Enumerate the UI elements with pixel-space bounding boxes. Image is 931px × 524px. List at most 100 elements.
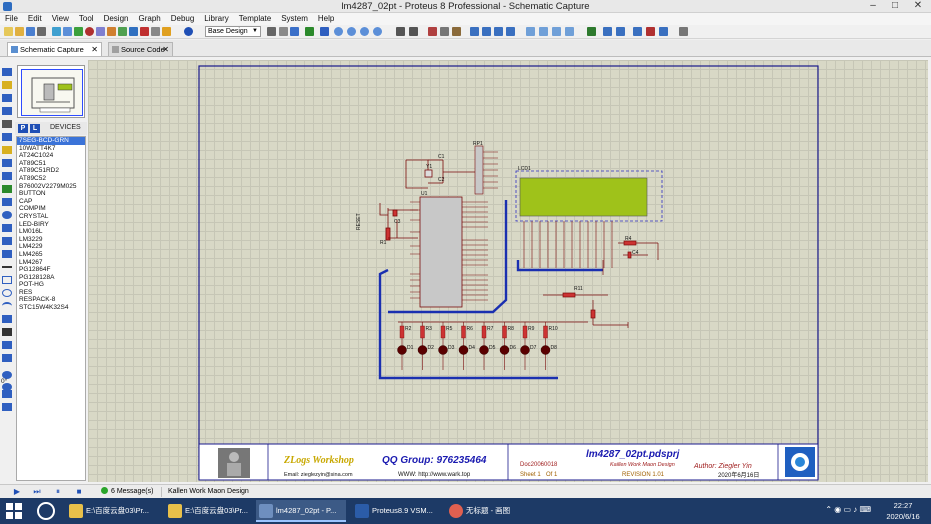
decompose-icon[interactable] — [565, 27, 574, 36]
device-list-item[interactable]: B76002V2279M025 — [19, 182, 77, 190]
buses-icon[interactable] — [2, 133, 12, 141]
taskbar-explorer-1[interactable]: E:\百度云盘03\Pr... — [66, 500, 161, 522]
overview-window[interactable] — [17, 65, 85, 118]
mirror-horizontal-icon[interactable] — [2, 390, 12, 398]
device-list-item[interactable]: LM016L — [19, 228, 43, 236]
exit-parent-icon[interactable] — [659, 27, 668, 36]
junction-icon[interactable] — [2, 94, 12, 102]
pan-icon[interactable] — [305, 27, 314, 36]
design-explorer-icon[interactable] — [129, 27, 138, 36]
current-probe-icon[interactable] — [2, 237, 12, 245]
pcb-icon[interactable] — [74, 27, 83, 36]
taskbar-clock[interactable]: 22:27 2020/6/16 — [878, 500, 928, 522]
pick-device-icon[interactable] — [526, 27, 535, 36]
zoom-out-icon[interactable] — [347, 27, 356, 36]
origin-icon[interactable] — [290, 27, 299, 36]
cut-icon[interactable] — [428, 27, 437, 36]
menu-tool[interactable]: Tool — [78, 14, 94, 23]
proteus-app-icon[interactable] — [3, 2, 12, 11]
mirror-vertical-icon[interactable] — [2, 403, 12, 411]
play-icon[interactable]: ▶ — [13, 487, 21, 496]
wire-autoroute-icon[interactable] — [587, 27, 596, 36]
gallery-icon[interactable] — [85, 27, 94, 36]
marker-tool-icon[interactable] — [2, 354, 12, 362]
new-sheet-icon[interactable] — [633, 27, 642, 36]
tape-recorder-icon[interactable] — [2, 198, 12, 206]
stop-icon[interactable]: ■ — [76, 487, 82, 496]
3d-icon[interactable] — [96, 27, 105, 36]
device-pins-icon[interactable] — [2, 172, 12, 180]
graph-mode-icon[interactable] — [2, 185, 12, 193]
schematic-canvas[interactable]: C1 C2 Y1 RESET C3 R1 U1 — [88, 60, 928, 482]
taskbar-word[interactable]: Proteus8.9 VSM... — [352, 500, 442, 522]
path-tool-icon[interactable] — [2, 315, 12, 323]
make-device-icon[interactable] — [539, 27, 548, 36]
circle-tool-icon[interactable] — [2, 289, 12, 297]
device-list-item[interactable]: 10WATT4K7 — [19, 144, 56, 152]
menu-graph[interactable]: Graph — [138, 14, 161, 23]
close-project-icon[interactable] — [37, 27, 46, 36]
undo-icon[interactable] — [396, 27, 405, 36]
device-list-item[interactable]: POT-HG — [19, 281, 44, 289]
refresh-icon[interactable] — [267, 27, 276, 36]
generator-icon[interactable] — [2, 211, 12, 219]
netlist-icon[interactable] — [679, 27, 688, 36]
subcircuit-icon[interactable] — [2, 146, 12, 154]
menu-file[interactable]: File — [5, 14, 18, 23]
device-list-item[interactable]: CAP — [19, 197, 33, 205]
message-count[interactable]: 6 Message(s) — [101, 487, 153, 497]
menu-debug[interactable]: Debug — [170, 14, 195, 23]
bom-icon[interactable] — [118, 27, 127, 36]
zoom-in-icon[interactable] — [334, 27, 343, 36]
device-list-item[interactable]: LM4267 — [19, 258, 43, 266]
rotate-ccw-icon[interactable] — [2, 383, 12, 391]
home-icon[interactable] — [52, 27, 61, 36]
selection-mode-icon[interactable] — [2, 68, 12, 76]
device-list-item[interactable]: AT89C51RD2 — [19, 167, 59, 175]
symbol-tool-icon[interactable] — [2, 341, 12, 349]
device-list-item[interactable]: LM3229 — [19, 235, 43, 243]
taskbar-explorer-2[interactable]: E:\百度云盘03\Pr... — [165, 500, 250, 522]
device-list-item[interactable]: BUTTON — [19, 190, 46, 198]
block-copy-icon[interactable] — [470, 27, 479, 36]
remove-sheet-icon[interactable] — [646, 27, 655, 36]
device-list-item[interactable]: AT24C1024 — [19, 152, 54, 160]
source-icon[interactable] — [140, 27, 149, 36]
gerber-icon[interactable] — [107, 27, 116, 36]
rotate-cw-icon[interactable] — [2, 371, 12, 379]
tab-schematic-capture[interactable]: Schematic Capture ✕ — [7, 42, 102, 56]
save-icon[interactable] — [26, 27, 35, 36]
zoom-all-icon[interactable] — [360, 27, 369, 36]
menu-help[interactable]: Help — [317, 14, 335, 23]
property-tool-icon[interactable] — [616, 27, 625, 36]
system-tray[interactable]: ⌃ ◉ ▭ ♪ ⌨ — [825, 505, 871, 514]
device-list-item[interactable]: LM4265 — [19, 250, 43, 258]
terminals-icon[interactable] — [2, 159, 12, 167]
copy-icon[interactable] — [440, 27, 449, 36]
pick-devices-button[interactable]: P — [18, 124, 28, 133]
menu-view[interactable]: View — [51, 14, 69, 23]
new-icon[interactable] — [4, 27, 13, 36]
zoom-area-icon[interactable] — [373, 27, 382, 36]
text-tool-icon[interactable] — [2, 328, 12, 336]
search-icon[interactable] — [37, 502, 55, 520]
windows-start-icon[interactable] — [6, 503, 22, 519]
text-script-icon[interactable] — [2, 120, 12, 128]
notes-icon[interactable] — [151, 27, 160, 36]
component-mode-icon[interactable] — [2, 81, 12, 89]
pause-icon[interactable]: ⏸ — [56, 487, 60, 496]
schematic-icon[interactable] — [63, 27, 72, 36]
paste-icon[interactable] — [452, 27, 461, 36]
menu-template[interactable]: Template — [238, 14, 272, 23]
taskbar-paint[interactable]: 无标题 - 画图 — [446, 500, 536, 522]
line-tool-icon[interactable] — [2, 266, 12, 268]
menu-system[interactable]: System — [281, 14, 308, 23]
move-icon[interactable] — [320, 27, 329, 36]
maximize-button[interactable]: □ — [891, 0, 899, 11]
virtual-instrument-icon[interactable] — [2, 250, 12, 258]
design-variant-select[interactable]: Base Design▼ — [205, 26, 261, 37]
tab-source-code[interactable]: Source Code ✕ — [108, 42, 173, 56]
package-tool-icon[interactable] — [552, 27, 561, 36]
device-list-item[interactable]: STC15W4K32S4 — [19, 304, 69, 312]
device-list-item[interactable]: RESPACK-8 — [19, 296, 56, 304]
